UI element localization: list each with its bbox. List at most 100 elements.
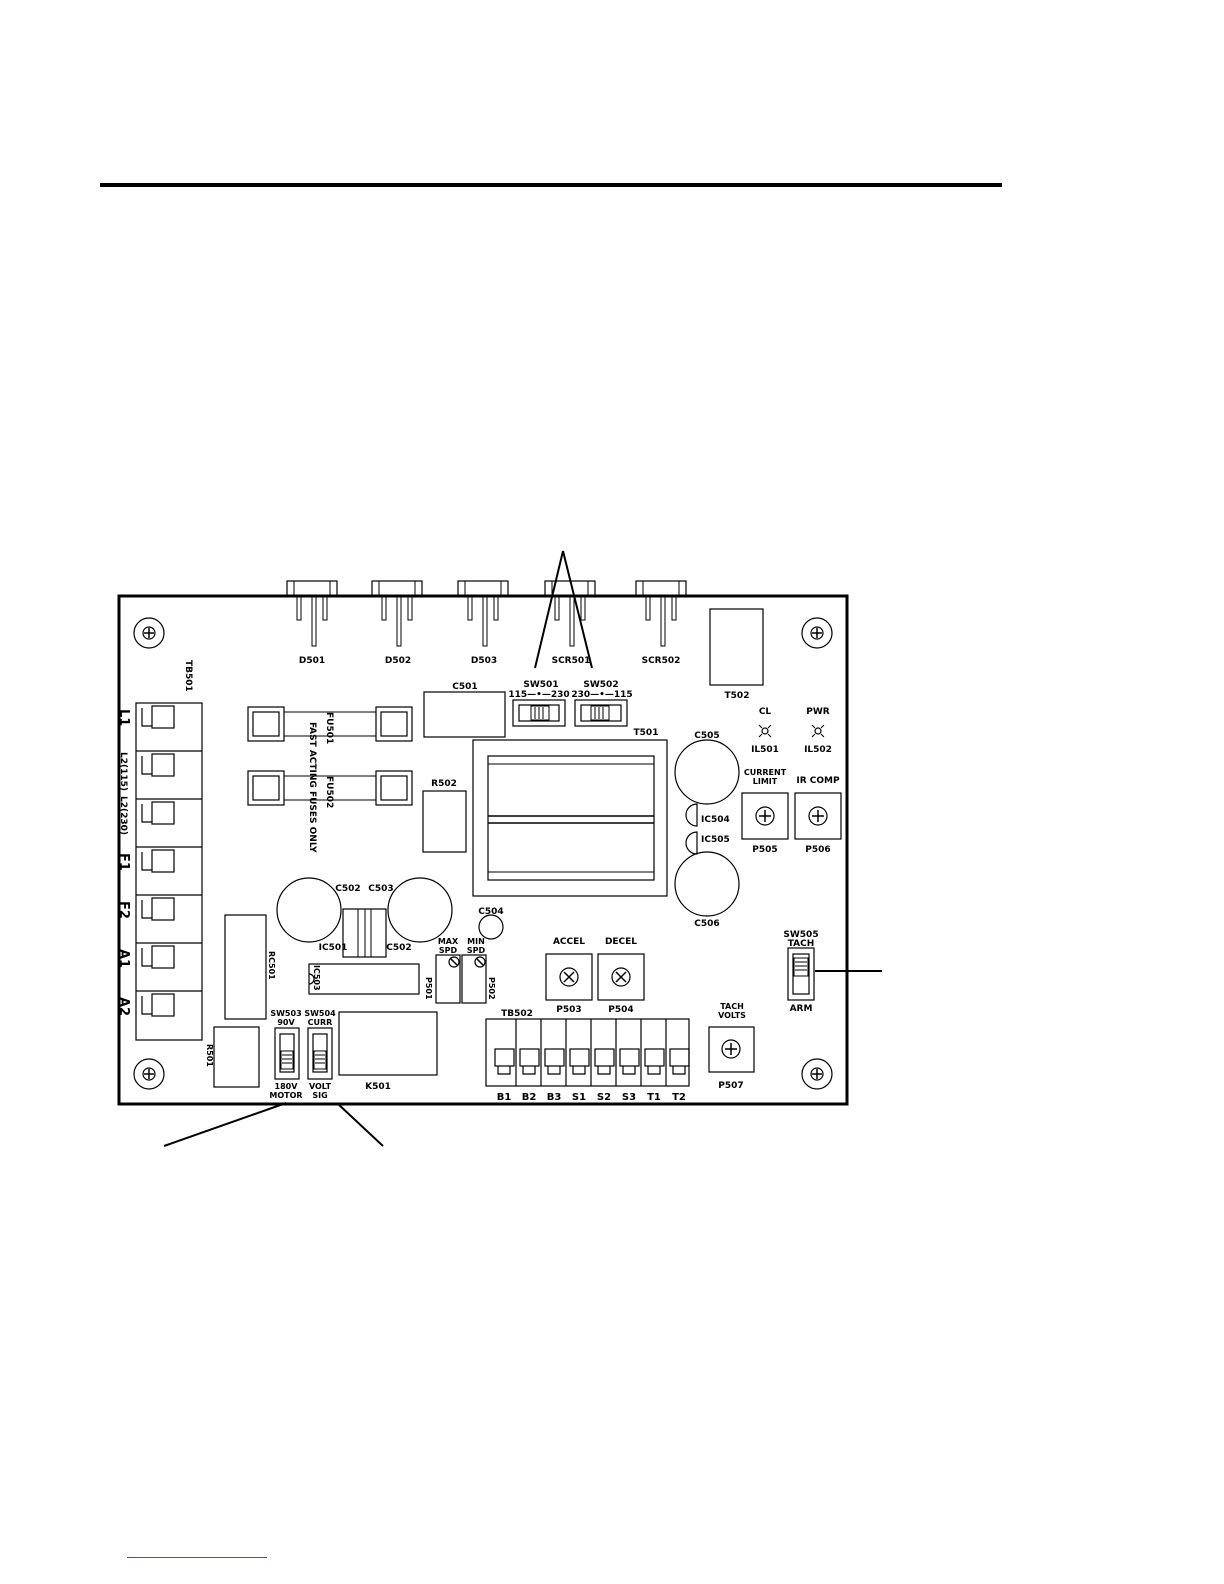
label-il502: IL502 — [804, 745, 832, 755]
terminal-block-tb501 — [135, 702, 203, 1041]
label-ir-comp: IR COMP — [796, 776, 840, 786]
mounting-screw-icon — [133, 617, 165, 649]
potentiometer-p506[interactable] — [794, 792, 842, 840]
label-cl: CL — [759, 707, 772, 717]
label-fu502: FU502 — [324, 776, 334, 808]
label-c503: C503 — [368, 884, 393, 894]
terminal-a2: A2 — [116, 997, 131, 1016]
label-tach-volts-1: TACH — [720, 1002, 744, 1011]
sw505-bottom-label: ARM — [790, 1004, 813, 1014]
switch-sw505[interactable] — [787, 947, 815, 1001]
mounting-screw-icon — [801, 617, 833, 649]
label-d501: D501 — [299, 656, 325, 666]
label-c505: C505 — [694, 731, 719, 741]
label-p506: P506 — [805, 845, 830, 855]
label-c502-top: C502 — [335, 884, 360, 894]
label-t502: T502 — [725, 691, 750, 701]
scr-scr502 — [635, 580, 687, 647]
led-il501-icon — [758, 724, 772, 738]
terminal-t2: T2 — [672, 1092, 686, 1103]
ic-ic501 — [342, 908, 387, 958]
label-t501: T501 — [634, 728, 659, 738]
label-decel: DECEL — [605, 937, 637, 947]
label-max-spd-1: MAX — [438, 937, 459, 946]
capacitor-c506 — [674, 851, 740, 917]
switch-sw502[interactable] — [574, 699, 628, 727]
sw504-bottom-label-2: SIG — [312, 1091, 327, 1100]
mounting-screw-icon — [133, 1058, 165, 1090]
label-pwr: PWR — [806, 707, 830, 717]
sw503-top-label: 90V — [277, 1018, 295, 1027]
terminal-f2: F2 — [116, 901, 131, 919]
label-current-limit-1: CURRENT — [744, 768, 787, 777]
header-rule — [100, 183, 1002, 187]
terminal-l1: L1 — [116, 709, 131, 726]
transformer-t501 — [472, 739, 668, 897]
label-sw504: SW504 — [304, 1009, 336, 1018]
callout-lines — [163, 550, 882, 1147]
terminal-s2: S2 — [597, 1092, 611, 1103]
sw502-range: 230—•—115 — [571, 690, 632, 700]
label-sw502: SW502 — [583, 680, 618, 690]
sw503-bottom-label-1: 180V — [275, 1082, 299, 1091]
terminal-f1: F1 — [116, 853, 131, 871]
diode-d501 — [286, 580, 338, 647]
potentiometer-p507[interactable] — [708, 1026, 755, 1073]
fuse-fu502 — [247, 770, 413, 806]
resistor-r501 — [213, 1026, 260, 1088]
potentiometer-p505[interactable] — [741, 792, 789, 840]
label-tb502: TB502 — [501, 1009, 533, 1019]
relay-k501 — [338, 1011, 438, 1076]
label-max-spd-2: SPD — [439, 946, 458, 955]
switch-sw504[interactable] — [307, 1027, 333, 1080]
terminal-l2-115: L2(115) — [118, 752, 128, 791]
label-fu501: FU501 — [324, 712, 334, 744]
ic-ic505 — [685, 831, 698, 855]
label-ic501: IC501 — [319, 943, 348, 953]
label-p505: P505 — [752, 845, 777, 855]
label-scr502: SCR502 — [642, 656, 681, 666]
terminal-t1: T1 — [647, 1092, 661, 1103]
potentiometer-p504[interactable] — [597, 953, 645, 1001]
capacitor-c505 — [674, 739, 740, 805]
label-sw505: SW505 — [783, 930, 818, 940]
switch-sw503[interactable] — [274, 1027, 300, 1080]
potentiometer-p503[interactable] — [545, 953, 593, 1001]
board-outline — [117, 594, 849, 1106]
terminal-l2-230: L2(230) — [118, 796, 128, 835]
diode-d502 — [371, 580, 423, 647]
label-ic503: IC503 — [312, 965, 321, 991]
label-min-spd-1: MIN — [467, 937, 485, 946]
label-sw501: SW501 — [523, 680, 558, 690]
label-tb501: TB501 — [183, 660, 193, 692]
fuse-fu501 — [247, 706, 413, 742]
label-p502: P502 — [487, 977, 496, 1000]
sw503-bottom-label-2: MOTOR — [269, 1091, 302, 1100]
label-p504: P504 — [608, 1005, 633, 1015]
capacitor-c504 — [478, 914, 504, 940]
potentiometer-p502[interactable] — [461, 954, 487, 1004]
switch-sw501[interactable] — [512, 699, 566, 727]
label-tach-volts-2: VOLTS — [718, 1011, 746, 1020]
sw504-top-label: CURR — [308, 1018, 333, 1027]
label-il501: IL501 — [751, 745, 779, 755]
diode-d503 — [457, 580, 509, 647]
fuse-note: FAST ACTING FUSES ONLY — [307, 722, 317, 853]
terminal-block-tb502 — [485, 1018, 690, 1087]
capacitor-c501 — [423, 691, 506, 738]
terminal-a1: A1 — [116, 949, 131, 968]
terminal-s1: S1 — [572, 1092, 586, 1103]
label-r501: R501 — [205, 1044, 214, 1067]
ic-ic504 — [685, 803, 698, 827]
terminal-b3: B3 — [547, 1092, 562, 1103]
label-c506: C506 — [694, 919, 719, 929]
rc-network-rc501 — [224, 914, 267, 1020]
potentiometer-p501[interactable] — [435, 954, 461, 1004]
led-il502-icon — [811, 724, 825, 738]
capacitor-c503 — [387, 877, 453, 943]
label-k501: K501 — [365, 1082, 391, 1092]
label-rc501: RC501 — [267, 951, 276, 980]
terminal-b1: B1 — [497, 1092, 512, 1103]
sw504-bottom-label-1: VOLT — [309, 1082, 332, 1091]
